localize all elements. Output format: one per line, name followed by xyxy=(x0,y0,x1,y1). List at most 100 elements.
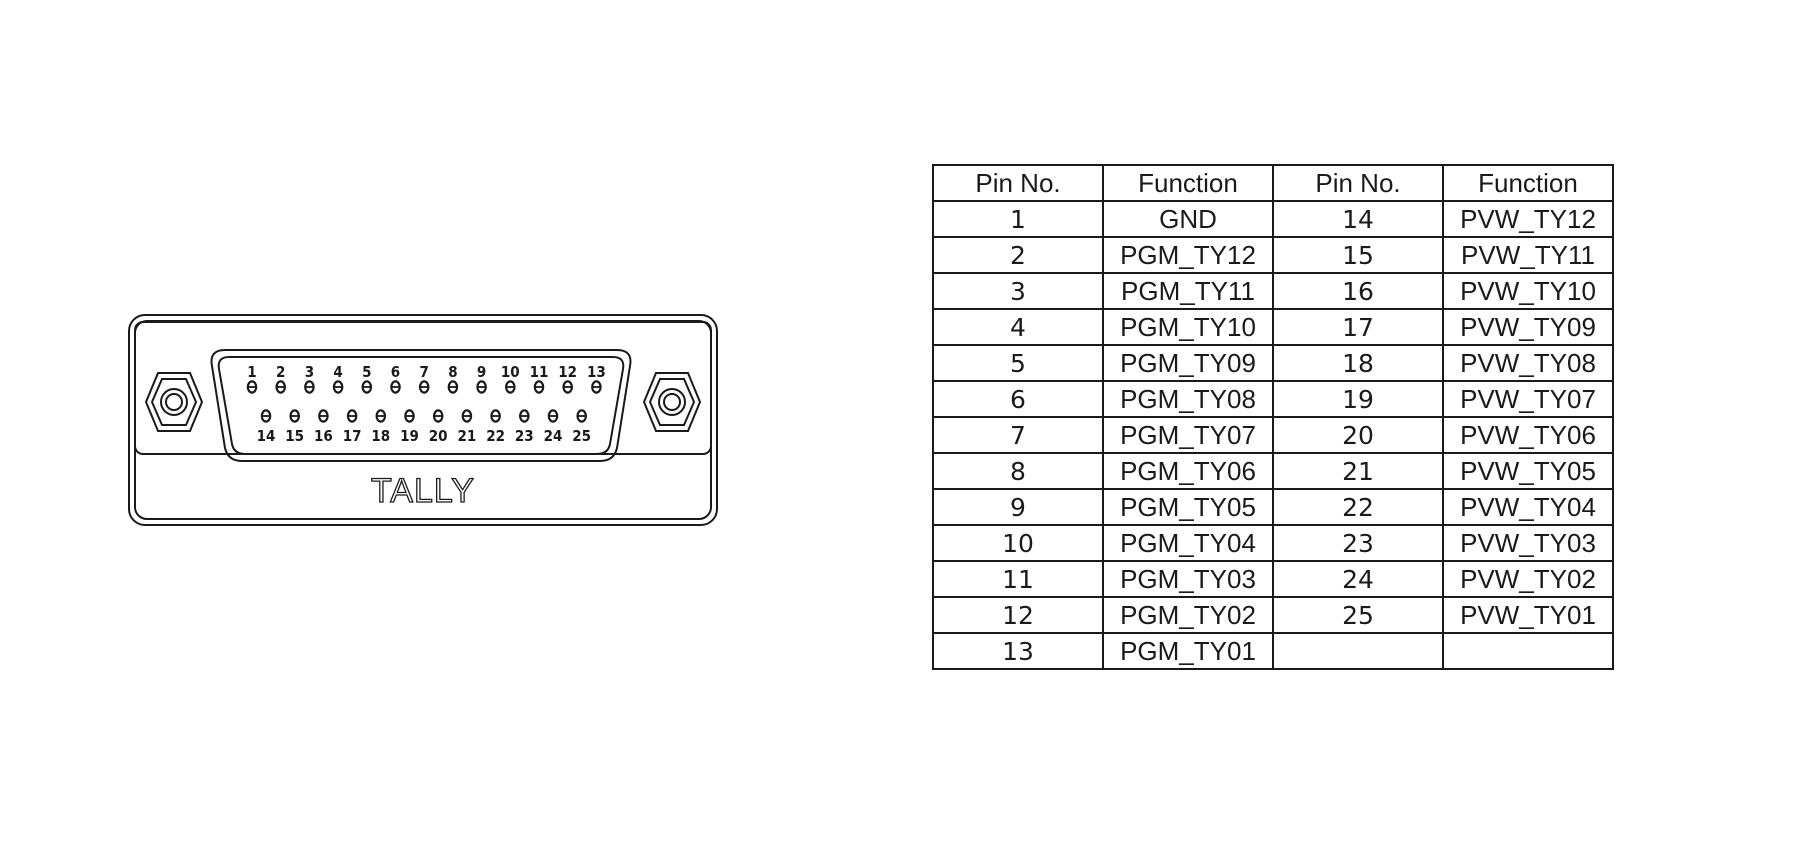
function-cell: PVW_TY02 xyxy=(1442,560,1614,598)
table-header-row: Pin No. Function Pin No. Function xyxy=(932,164,1614,202)
pin-number-cell: 10 xyxy=(932,524,1104,562)
function-cell: PVW_TY11 xyxy=(1442,236,1614,274)
pin-number-cell: 12 xyxy=(932,596,1104,634)
pin-number-cell: 7 xyxy=(932,416,1104,454)
bottom-pin-label: 16 xyxy=(314,427,333,445)
top-pin-label: 1 xyxy=(247,363,256,381)
top-pin-contact xyxy=(504,380,516,394)
top-pin-label: 10 xyxy=(501,363,520,381)
pin: 4 xyxy=(332,363,344,394)
pin: 13 xyxy=(587,363,606,394)
function-cell: PVW_TY03 xyxy=(1442,524,1614,562)
pin-number-cell: 22 xyxy=(1272,488,1444,526)
top-pin-contact xyxy=(418,380,430,394)
dsub-outer-shell xyxy=(210,349,632,462)
pin: 1 xyxy=(246,363,258,394)
bottom-pin-contact xyxy=(404,409,415,423)
pin: 2 xyxy=(275,363,286,394)
pin-number-cell: 1 xyxy=(932,200,1104,238)
bottom-pin-label: 14 xyxy=(257,427,276,445)
left-screw xyxy=(144,372,204,432)
pin-number-cell: 19 xyxy=(1272,380,1444,418)
right-screw xyxy=(642,372,702,432)
function-cell: PVW_TY08 xyxy=(1442,344,1614,382)
pin-number-cell: 4 xyxy=(932,308,1104,346)
top-pin-contact xyxy=(476,380,487,394)
top-pin-label: 8 xyxy=(448,363,457,381)
top-pin-label: 6 xyxy=(391,363,400,381)
top-pin-contact xyxy=(361,380,373,394)
bottom-pin-label: 24 xyxy=(544,427,563,445)
pin: 16 xyxy=(314,409,333,445)
pin: 18 xyxy=(371,409,390,445)
pin: 6 xyxy=(390,363,401,394)
pin: 12 xyxy=(558,363,577,394)
function-cell: PGM_TY01 xyxy=(1102,632,1274,670)
header-function-1: Function xyxy=(1102,164,1274,202)
pin: 8 xyxy=(447,363,459,394)
connector-label: TALLY xyxy=(371,472,475,510)
bottom-pin-contact xyxy=(289,409,300,423)
function-cell: PGM_TY02 xyxy=(1102,596,1274,634)
pin: 25 xyxy=(572,409,591,445)
top-pin-contact xyxy=(275,380,286,394)
pin-number-cell: 23 xyxy=(1272,524,1444,562)
pin-number-cell: 2 xyxy=(932,236,1104,274)
pin-number-cell: 5 xyxy=(932,344,1104,382)
top-pin-label: 7 xyxy=(420,363,429,381)
function-cell: PVW_TY06 xyxy=(1442,416,1614,454)
bottom-pin-label: 22 xyxy=(486,427,505,445)
top-pin-label: 12 xyxy=(558,363,577,381)
bottom-pin-label: 19 xyxy=(400,427,419,445)
pin: 20 xyxy=(429,409,448,445)
pin: 15 xyxy=(285,409,304,445)
pin-number-cell: 21 xyxy=(1272,452,1444,490)
top-pin-contact xyxy=(304,380,315,394)
top-pin-contact xyxy=(533,380,545,394)
function-cell xyxy=(1442,632,1614,670)
top-pin-contact xyxy=(447,380,459,394)
pin-number-cell: 17 xyxy=(1272,308,1444,346)
pin-number-cell: 25 xyxy=(1272,596,1444,634)
function-cell: PGM_TY08 xyxy=(1102,380,1274,418)
function-cell: PGM_TY11 xyxy=(1102,272,1274,310)
pin-number-cell: 15 xyxy=(1272,236,1444,274)
pin: 19 xyxy=(400,409,419,445)
pin-number-cell: 8 xyxy=(932,452,1104,490)
bottom-pin-contact xyxy=(375,409,387,423)
pin-number-cell xyxy=(1272,632,1444,670)
pin: 14 xyxy=(257,409,276,445)
bottom-pin-label: 21 xyxy=(458,427,477,445)
bottom-pin-label: 17 xyxy=(343,427,362,445)
header-pin-no-1: Pin No. xyxy=(932,164,1104,202)
function-cell: PGM_TY09 xyxy=(1102,344,1274,382)
pin-number-cell: 11 xyxy=(932,560,1104,598)
connector-panel-outline xyxy=(128,314,718,526)
function-cell: PGM_TY04 xyxy=(1102,524,1274,562)
bottom-pin-contact xyxy=(260,409,272,423)
top-pin-label: 13 xyxy=(587,363,606,381)
function-cell: PVW_TY09 xyxy=(1442,308,1614,346)
bottom-pin-label: 23 xyxy=(515,427,534,445)
header-function-2: Function xyxy=(1442,164,1614,202)
pin-number-cell: 3 xyxy=(932,272,1104,310)
top-pin-label: 9 xyxy=(477,363,486,381)
bottom-pin-label: 18 xyxy=(371,427,390,445)
header-pin-no-2: Pin No. xyxy=(1272,164,1444,202)
pin: 23 xyxy=(515,409,534,445)
bottom-pin-contact xyxy=(547,409,559,423)
bottom-pin-label: 20 xyxy=(429,427,448,445)
function-cell: PVW_TY10 xyxy=(1442,272,1614,310)
